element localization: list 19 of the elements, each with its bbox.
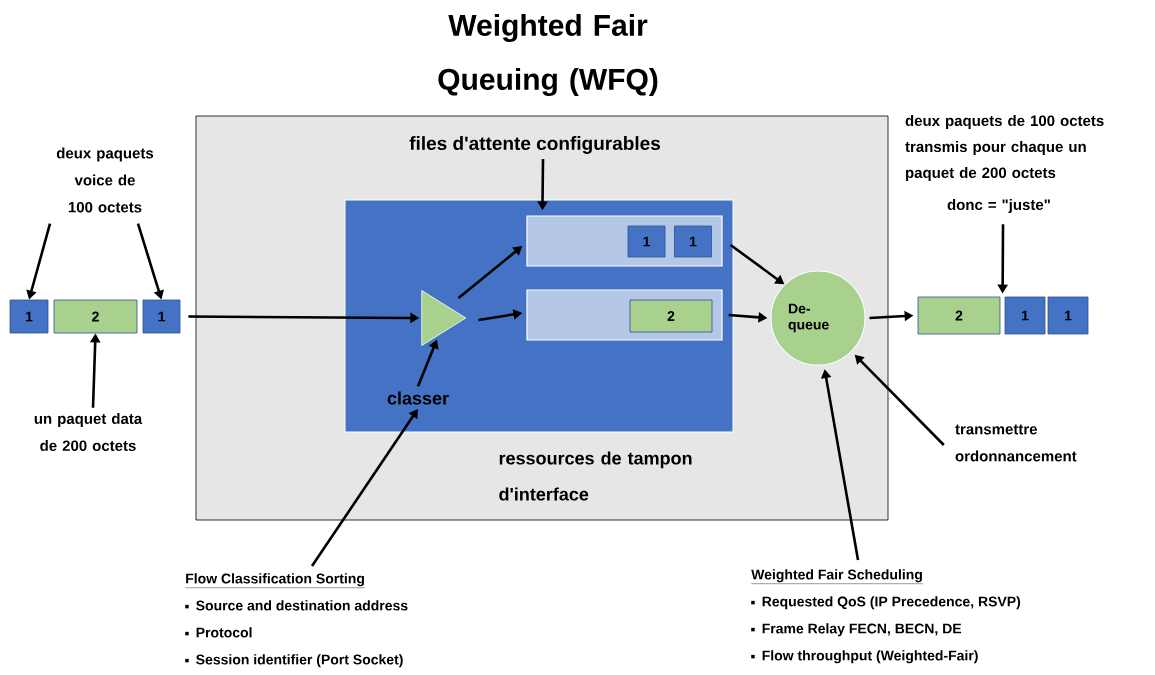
packet: 2 <box>917 296 1001 335</box>
annotation-text: deux paquets voice de 100 octets <box>56 147 154 213</box>
packet: 1 <box>142 299 181 334</box>
bullet-list: Flow Classification Sorting Source and destination address Protocol Session identifier (Port Socket) <box>185 573 408 668</box>
heading-text: files d'attente configurables <box>409 136 660 154</box>
packet: 1 <box>1004 296 1046 335</box>
packet: 2 <box>629 299 713 333</box>
classifier-label: classer <box>387 391 449 405</box>
packet: 1 <box>9 299 49 334</box>
annotation-text: transmettre ordonnancement <box>955 424 1077 462</box>
title: Weighted Fair Queuing (WFQ) <box>438 13 658 97</box>
annotation-text: deux paquets de 100 octets transmis pour chaque un paquet de 200 octets donc = "juste" <box>905 115 1104 213</box>
bullet-list: Weighted Fair Scheduling Requested QoS (IP Precedence, RSVP) Frame Relay FECN, BECN, DE Flow throughput (Weighted-Fair) <box>751 569 1021 664</box>
packet: 1 <box>627 225 666 258</box>
annotation-text: un paquet data de 200 octets <box>34 413 143 451</box>
classifier-triangle <box>421 290 467 346</box>
packet: 1 <box>674 225 712 258</box>
packet: 2 <box>53 299 138 334</box>
packet: 1 <box>1047 296 1089 335</box>
